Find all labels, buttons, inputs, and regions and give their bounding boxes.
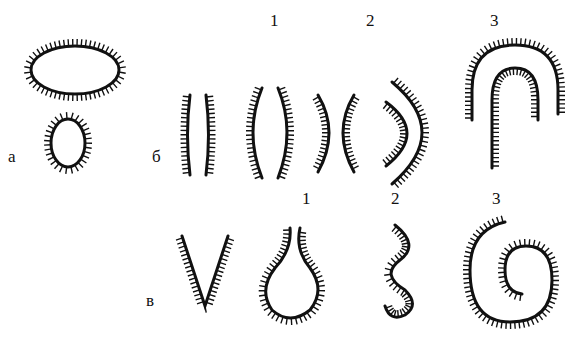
- membrane-line: [470, 222, 552, 322]
- lipid-layer: [24, 39, 126, 101]
- lipid-tails: [465, 38, 565, 118]
- lipid-tails: [313, 97, 329, 169]
- lipid-layer: [259, 228, 325, 325]
- membrane-line: [188, 95, 191, 175]
- lipid-layer: [463, 216, 559, 329]
- lipid-tails: [24, 39, 126, 101]
- lipid-tails: [463, 216, 559, 329]
- membrane-line: [206, 95, 209, 175]
- lipid-tails: [394, 78, 430, 188]
- lipid-layer: [181, 95, 191, 175]
- lipid-layer: [206, 95, 216, 175]
- lipid-tails: [279, 87, 294, 178]
- panel-letter: в: [146, 292, 154, 309]
- lipid-layer: [278, 87, 294, 178]
- lipid-layer: [492, 68, 538, 168]
- lipid-tails: [176, 238, 234, 313]
- panel-letter: а: [8, 148, 16, 165]
- membrane-line: [492, 68, 538, 168]
- lipid-tails: [246, 87, 261, 178]
- lipid-layer: [383, 102, 407, 166]
- lipid-tails: [44, 112, 92, 174]
- lipid-tails: [206, 96, 215, 173]
- callout-number: 3: [490, 12, 499, 29]
- membrane-line: [51, 119, 85, 167]
- callout-number: 1: [270, 12, 279, 29]
- callout-number: 1: [302, 190, 311, 207]
- lipid-layer: [392, 78, 429, 188]
- callout-number: 2: [391, 190, 400, 207]
- lipid-layer: [384, 225, 412, 317]
- panel-letter: б: [152, 148, 161, 165]
- callout-number: 2: [366, 12, 375, 29]
- lipid-layer: [465, 38, 565, 120]
- callout-number: 3: [492, 190, 501, 207]
- lipid-layer: [44, 112, 92, 174]
- lipid-tails: [259, 230, 325, 325]
- lipid-tails: [384, 226, 412, 317]
- lipid-tails: [343, 97, 359, 169]
- membrane-line: [385, 225, 413, 317]
- lipid-tails: [383, 103, 407, 165]
- membrane-line: [266, 228, 318, 318]
- lipid-layer: [313, 95, 329, 172]
- lipid-tails: [181, 96, 190, 173]
- lipid-layer: [176, 236, 234, 313]
- lipid-tails: [492, 68, 538, 166]
- membrane-line: [472, 45, 558, 120]
- lipid-layer: [343, 95, 359, 172]
- membrane-line: [31, 46, 119, 94]
- lipid-layer: [246, 87, 262, 178]
